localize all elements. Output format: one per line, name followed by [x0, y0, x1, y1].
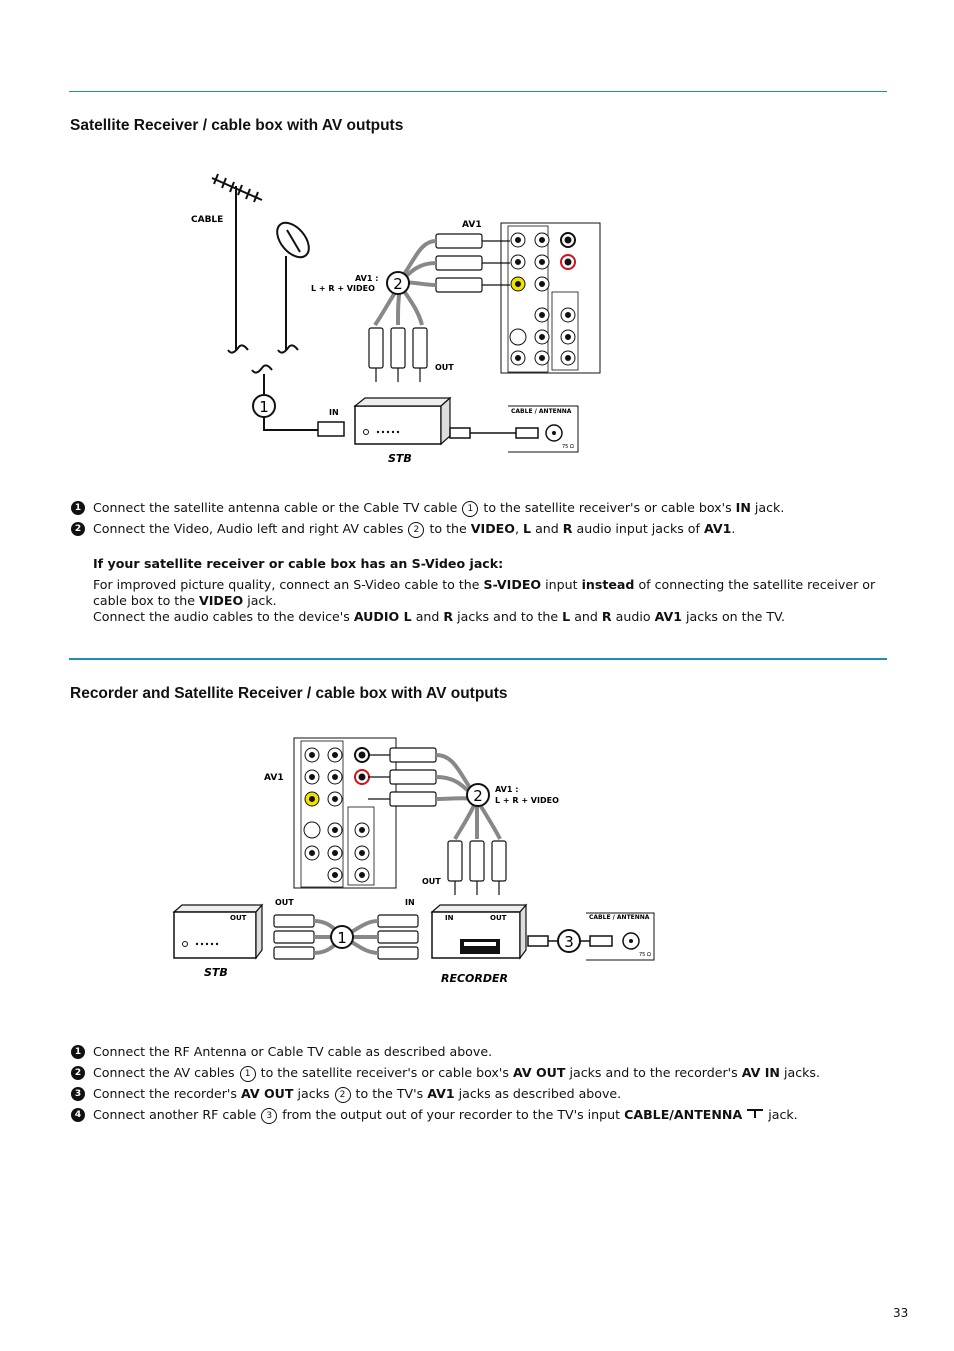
section2-step-4: 4 Connect another RF cable 3 from the ou… [71, 1104, 891, 1125]
stb-box [172, 903, 264, 960]
section2-title: Recorder and Satellite Receiver / cable … [70, 685, 508, 702]
step-number: 4 [71, 1108, 85, 1122]
recorder-box [430, 903, 528, 960]
section2-step-3: 3 Connect the recorder's AV OUT jacks 2 … [71, 1083, 891, 1104]
section2-step-2: 2 Connect the AV cables 1 to the satelli… [71, 1062, 891, 1083]
av1-label: AV1 [462, 220, 482, 230]
callout-2 [386, 271, 410, 295]
svideo-audio-paragraph: Connect the audio cables to the device's… [93, 609, 786, 624]
callout-ref: 3 [261, 1108, 278, 1124]
callout-2-label: 2 [473, 787, 483, 805]
in-plug [317, 421, 345, 437]
av1-conn-line1: AV1 : [495, 785, 518, 794]
in-label: IN [329, 408, 339, 417]
callout-ref: 1 [239, 1066, 256, 1082]
callout-ref: 1 [462, 501, 479, 517]
terrestrial-antenna-icon [211, 173, 263, 350]
stb-box [353, 396, 452, 446]
section1-top-rule [69, 91, 887, 92]
callout-3-label: 3 [564, 933, 574, 951]
callout-1-label: 1 [337, 929, 347, 947]
stb-out-label: OUT [230, 914, 247, 922]
cable-label: CABLE [191, 215, 223, 225]
callout-2 [466, 783, 490, 807]
section1-steps: 1 Connect the satellite antenna cable or… [71, 497, 891, 539]
recorder-in-label: IN [445, 914, 454, 922]
section2-step-1: 1 Connect the RF Antenna or Cable TV cab… [71, 1041, 891, 1062]
step-number: 1 [71, 1045, 85, 1059]
cable-out-label: OUT [275, 898, 294, 907]
cable-antenna-panel [586, 912, 655, 961]
callout-2-label: 2 [393, 275, 403, 293]
cable-antenna-panel [508, 405, 579, 453]
tv-av-panel [500, 222, 601, 374]
section2-steps: 1 Connect the RF Antenna or Cable TV cab… [71, 1041, 891, 1125]
out-label: OUT [435, 363, 454, 372]
av1-conn-line2: L + R + VIDEO [495, 796, 559, 805]
step-number: 2 [71, 1066, 85, 1080]
callout-ref: 2 [408, 522, 425, 538]
recorder-label: RECORDER [441, 972, 508, 985]
av1-conn-line1: AV1 : [355, 274, 378, 283]
ohm-label: 75 Ω [639, 952, 651, 958]
section2-top-rule [69, 658, 887, 660]
av1-label: AV1 [264, 773, 284, 783]
callout-3 [557, 929, 581, 953]
section1-step-2: 2 Connect the Video, Audio left and righ… [71, 518, 891, 539]
section1-title: Satellite Receiver / cable box with AV o… [70, 117, 404, 134]
callout-ref: 2 [334, 1087, 351, 1103]
recorder-out-label: OUT [490, 914, 507, 922]
antenna-symbol-icon [747, 1109, 764, 1118]
av1-conn-line2: L + R + VIDEO [311, 284, 375, 293]
section1-step-1: 1 Connect the satellite antenna cable or… [71, 497, 891, 518]
tv-av-panel [293, 737, 397, 889]
cable-antenna-label: CABLE / ANTENNA [589, 914, 650, 921]
ohm-label: 75 Ω [562, 444, 574, 450]
callout-1 [330, 925, 354, 949]
step-number: 3 [71, 1087, 85, 1101]
step-number: 1 [71, 501, 85, 515]
step-number: 2 [71, 522, 85, 536]
diagram-satellite-receiver: CABLE 1 IN STB CABLE / ANTENNA 75 Ω [191, 173, 601, 465]
diagram-recorder-and-receiver: AV1 2 AV1 : L + R + VIDEO OUT OUT STB [172, 737, 655, 985]
callout-1-label: 1 [259, 398, 269, 416]
callout-1 [252, 394, 276, 418]
page-number: 33 [893, 1306, 909, 1320]
stb-label: STB [204, 966, 228, 979]
svideo-heading: If your satellite receiver or cable box … [93, 556, 504, 571]
satellite-dish-icon [276, 221, 310, 350]
stb-label: STB [388, 452, 412, 465]
cable-antenna-label: CABLE / ANTENNA [511, 408, 572, 415]
cable-in-label: IN [405, 898, 415, 907]
svideo-note: If your satellite receiver or cable box … [93, 556, 883, 625]
out-label-recorder: OUT [422, 877, 441, 886]
svideo-paragraph: For improved picture quality, connect an… [93, 577, 876, 608]
